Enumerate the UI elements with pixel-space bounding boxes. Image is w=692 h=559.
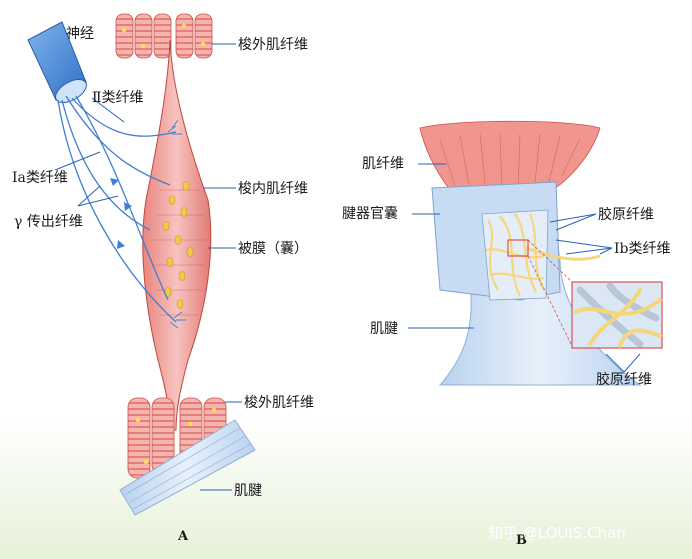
panel-a: 神经 Ⅱ类纤维 Ⅰa类纤维 γ 传出纤维 梭外肌纤维 梭内肌纤维 被膜（囊） 梭… (12, 13, 314, 544)
muscle-fibers-b (419, 120, 601, 198)
label-collagen-top: 胶原纤维 (598, 206, 654, 223)
label-muscle-fiber: 肌纤维 (362, 156, 404, 172)
label-intrafusal: 梭内肌纤维 (238, 180, 308, 197)
label-extrafusal-bottom: 梭外肌纤维 (244, 394, 314, 411)
spindle-nuclei (162, 181, 194, 309)
label-type-ii-fiber: Ⅱ类纤维 (92, 90, 144, 106)
nerve-endings (167, 119, 186, 329)
caption-a: A (177, 529, 189, 544)
panel-b: 肌纤维 腱器官囊 胶原纤维 Ⅰb类纤维 肌腱 胶原纤维 B (342, 120, 671, 548)
label-type-ia-fiber: Ⅰa类纤维 (12, 170, 68, 186)
label-tendon-b: 肌腱 (370, 321, 398, 337)
fiber-arrows (110, 178, 132, 249)
label-gamma-efferent: γ 传出纤维 (14, 214, 83, 230)
tendon-a-fibers (125, 427, 252, 510)
nerve-fibers (57, 95, 177, 323)
magnified-inset (571, 281, 663, 349)
caption-b: B (516, 533, 527, 548)
label-capsule: 被膜（囊） (238, 240, 308, 257)
tendon-a (119, 419, 256, 516)
label-nerve: 神经 (66, 26, 94, 42)
label-type-ib-fiber: Ⅰb类纤维 (614, 241, 671, 257)
label-extrafusal-top: 梭外肌纤维 (238, 36, 308, 53)
zoom-source-box (507, 239, 529, 257)
label-tendon-a: 肌腱 (234, 483, 262, 499)
ib-fiber (525, 246, 601, 261)
label-collagen-bottom: 胶原纤维 (596, 371, 652, 388)
collagen-fibers-b (485, 213, 545, 297)
watermark: 知乎 @LOUIS.Chan (488, 524, 626, 542)
extrafusal-fibers-top (115, 13, 213, 59)
nerve (27, 21, 87, 104)
label-golgi-capsule: 腱器官囊 (342, 205, 398, 222)
